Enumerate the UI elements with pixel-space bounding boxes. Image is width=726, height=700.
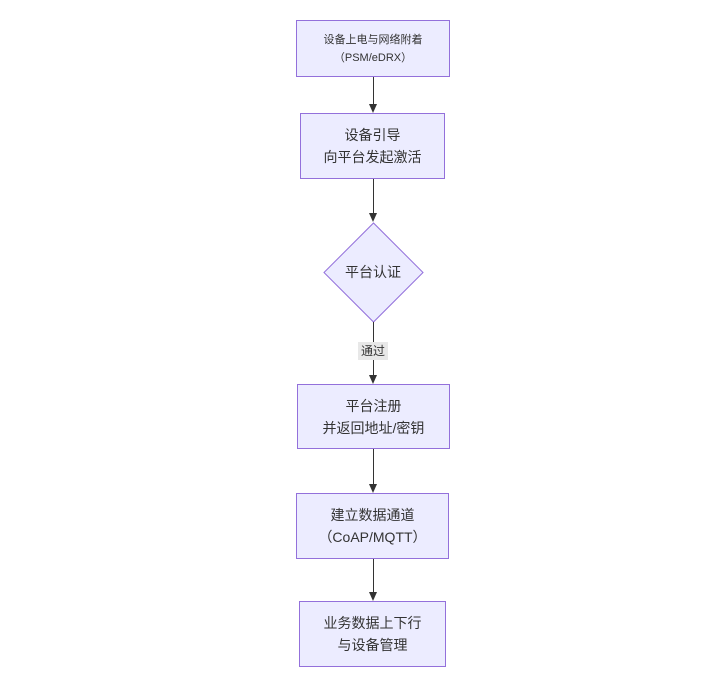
arrowhead-icon <box>368 484 377 493</box>
node-text-line: 业务数据上下行 <box>323 615 422 631</box>
node-text-line: 平台注册 <box>345 397 402 414</box>
node-text-line: （PSM/eDRX） <box>333 51 413 64</box>
arrowhead-icon <box>368 592 377 601</box>
flow-node-power-attach: 设备上电与网络附着 （PSM/eDRX） <box>296 20 450 77</box>
node-text-line: 与设备管理 <box>337 637 408 653</box>
flow-node-platform-auth: 平台认证 <box>322 221 424 323</box>
connector-line <box>372 179 374 213</box>
arrowhead-icon <box>368 375 377 384</box>
node-text-line: 建立数据通道 <box>330 507 415 523</box>
edge-label-pass: 通过 <box>357 342 389 360</box>
flow-node-bootstrap: 设备引导 向平台发起激活 <box>300 113 445 179</box>
flow-node-register: 平台注册 并返回地址/密钥 <box>297 384 450 449</box>
connector-line <box>372 449 374 484</box>
connector-line <box>372 559 374 592</box>
flow-node-business-data: 业务数据上下行 与设备管理 <box>299 601 446 667</box>
node-text-line: 设备引导 <box>344 127 401 143</box>
flow-node-data-channel: 建立数据通道 （CoAP/MQTT） <box>296 493 449 559</box>
node-text-line: 并返回地址/密钥 <box>322 419 425 436</box>
arrowhead-icon <box>368 213 377 222</box>
connector-line <box>372 77 374 104</box>
node-text-line: 平台认证 <box>345 264 401 280</box>
node-text-line: （CoAP/MQTT） <box>318 529 427 545</box>
node-text-line: 设备上电与网络附着 <box>323 33 423 46</box>
arrowhead-icon <box>368 104 377 113</box>
node-text-line: 向平台发起激活 <box>323 149 422 165</box>
